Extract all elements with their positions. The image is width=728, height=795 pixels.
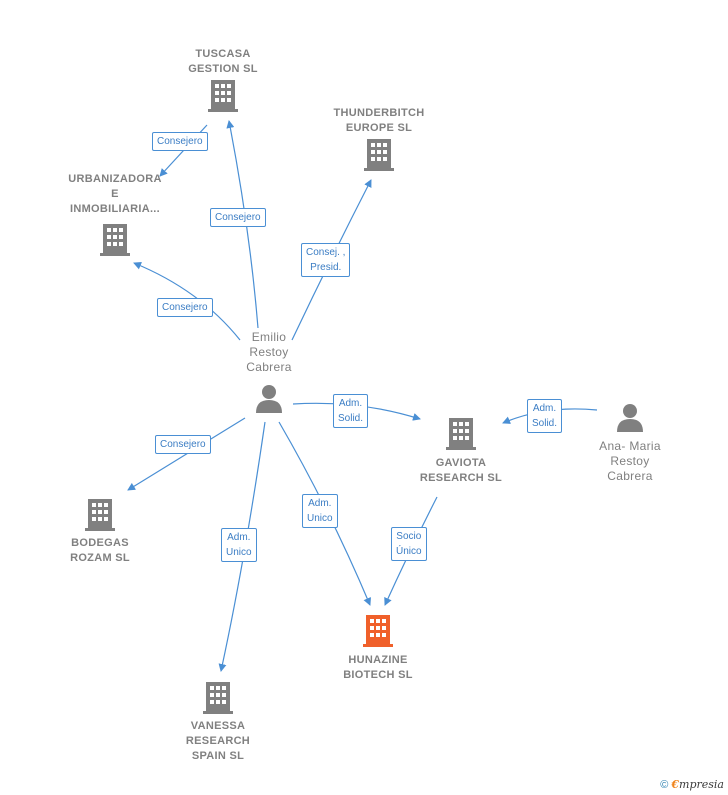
node-gaviota-research[interactable]: GAVIOTA RESEARCH SL (401, 415, 521, 486)
edge-label-emilio-thunderbitch[interactable]: Consej. , Presid. (301, 243, 351, 277)
building-icon (85, 499, 115, 531)
edge-label-tuscasa-urbanizadora[interactable]: Consejero (152, 132, 208, 151)
edge-label-emilio-hunazine[interactable]: Adm. Unico (302, 494, 338, 528)
company-label: VANESSA RESEARCH SPAIN SL (185, 720, 251, 762)
person-icon (256, 385, 282, 413)
building-icon (446, 418, 476, 450)
edge-emilio-bodegas (127, 417, 246, 491)
edge-label-emilio-gaviota[interactable]: Adm. Solid. (333, 394, 369, 428)
company-label: HUNAZINE BIOTECH SL (343, 654, 413, 681)
company-label: TUSCASA GESTION SL (188, 48, 258, 75)
edge-label-gaviota-hunazine[interactable]: Socio Único (391, 527, 427, 561)
node-hunazine-biotech[interactable]: HUNAZINE BIOTECH SL (318, 612, 438, 683)
person-icon (617, 404, 643, 432)
building-icon (364, 139, 394, 171)
edge-label-emilio-tuscasa[interactable]: Consejero (210, 208, 266, 227)
brand-footer[interactable]: © €mpresia (660, 778, 724, 791)
person-label: Ana- Maria Restoy Cabrera (599, 439, 661, 483)
edge-label-emilio-urbanizadora[interactable]: Consejero (157, 298, 213, 317)
edge-label-emilio-vanessa[interactable]: Adm. Unico (221, 528, 257, 562)
brand-logo-text: mpresia (679, 778, 724, 791)
company-label: BODEGAS ROZAM SL (70, 537, 130, 564)
building-icon (363, 615, 393, 647)
building-icon (208, 80, 238, 112)
copyright-symbol: © (660, 779, 669, 791)
person-label: Emilio Restoy Cabrera (246, 330, 292, 374)
node-thunderbitch-europe[interactable]: THUNDERBITCH EUROPE SL (319, 106, 439, 172)
edge-label-emilio-bodegas[interactable]: Consejero (155, 435, 211, 454)
brand-logo-e: € (671, 778, 680, 791)
company-label: URBANIZADORA E INMOBILIARIA... (68, 173, 162, 215)
building-icon (100, 224, 130, 256)
company-label: THUNDERBITCH EUROPE SL (333, 107, 425, 134)
company-label: GAVIOTA RESEARCH SL (419, 457, 503, 484)
node-vanessa-research-spain[interactable]: VANESSA RESEARCH SPAIN SL (158, 679, 278, 764)
node-bodegas-rozam[interactable]: BODEGAS ROZAM SL (40, 496, 160, 566)
node-ana-maria-restoy-cabrera[interactable]: Ana- Maria Restoy Cabrera (582, 402, 678, 484)
edge-emilio-tuscasa (226, 120, 259, 329)
edge-label-ana-gaviota[interactable]: Adm. Solid. (527, 399, 563, 433)
edge-emilio-urbanizadora (133, 261, 241, 341)
building-icon (203, 682, 233, 714)
node-emilio-restoy-cabrera[interactable]: Emilio Restoy Cabrera (219, 330, 319, 415)
node-tuscasa-gestion[interactable]: TUSCASA GESTION SL (163, 47, 283, 113)
node-urbanizadora[interactable]: URBANIZADORA E INMOBILIARIA... (55, 172, 175, 257)
